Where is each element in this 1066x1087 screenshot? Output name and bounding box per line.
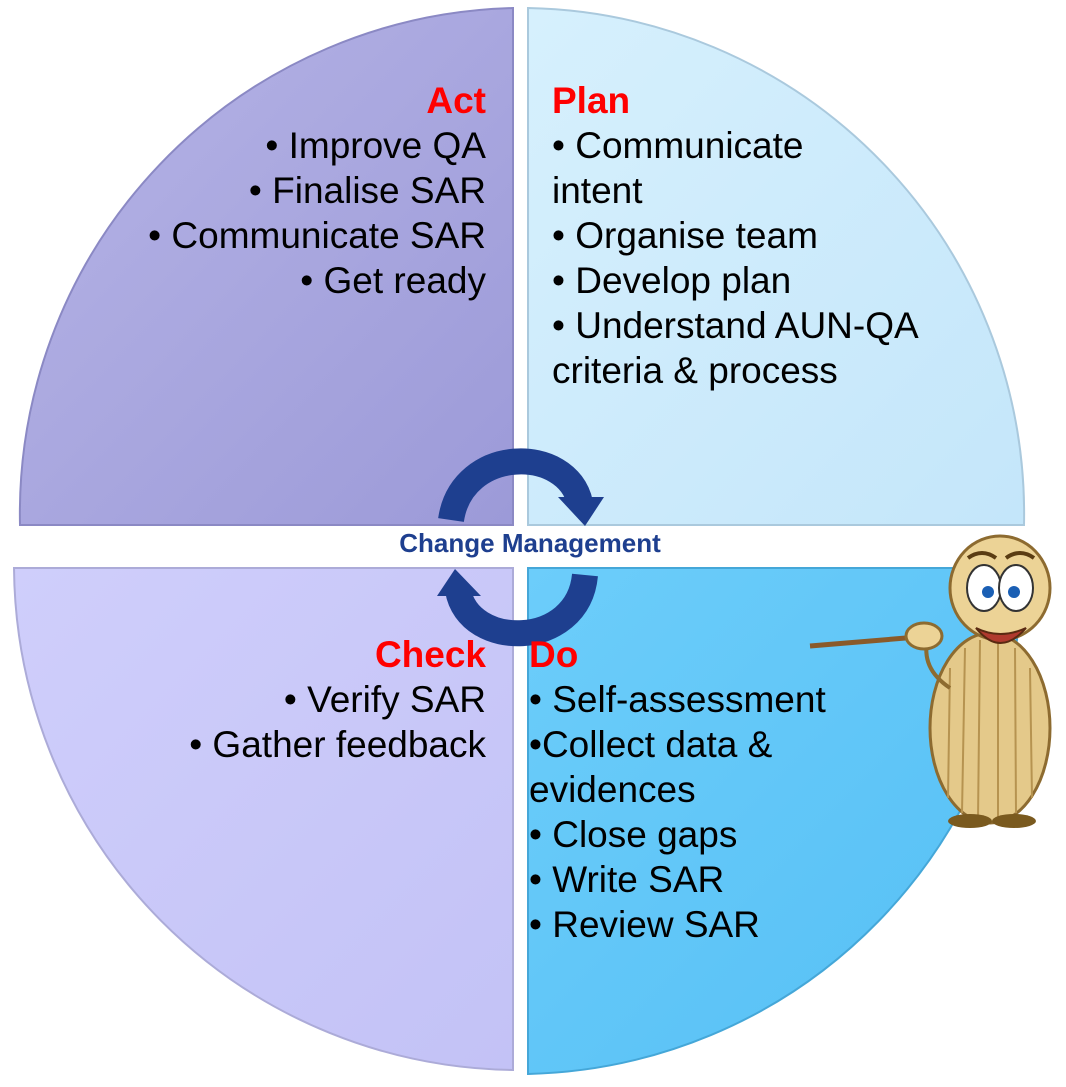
top-arrow-icon xyxy=(438,448,593,523)
act-item: • Get ready xyxy=(300,260,486,301)
plan-item: • Organise team xyxy=(552,215,818,256)
act-item: • Finalise SAR xyxy=(248,170,486,211)
do-item: • Self-assessment xyxy=(529,679,826,720)
plan-block: Plan • Communicate intent • Organise tea… xyxy=(552,78,1002,393)
act-block: Act • Improve QA • Finalise SAR • Commun… xyxy=(40,78,486,303)
check-title: Check xyxy=(374,634,486,675)
plan-item: • Develop plan xyxy=(552,260,792,301)
do-item: •Collect data & evidences xyxy=(529,724,773,810)
plan-title: Plan xyxy=(552,80,631,121)
do-block: Do • Self-assessment •Collect data & evi… xyxy=(529,632,929,947)
plan-item: • Communicate intent xyxy=(552,125,804,211)
check-block: Check • Verify SAR • Gather feedback xyxy=(40,632,486,767)
act-quadrant xyxy=(18,6,514,526)
check-item: • Gather feedback xyxy=(189,724,486,765)
act-title: Act xyxy=(426,80,486,121)
check-item: • Verify SAR xyxy=(283,679,486,720)
cycle-arrows-icon xyxy=(437,448,604,647)
plan-item: • Understand AUN-QA criteria & process xyxy=(552,305,917,391)
do-item: • Close gaps xyxy=(529,814,738,855)
act-item: • Communicate SAR xyxy=(148,215,486,256)
do-item: • Write SAR xyxy=(529,859,725,900)
check-quadrant xyxy=(12,567,514,1072)
top-arrowhead-icon xyxy=(558,497,604,526)
act-item: • Improve QA xyxy=(265,125,486,166)
change-management-label: Change Management xyxy=(399,528,661,558)
do-title: Do xyxy=(529,634,579,675)
do-item: • Review SAR xyxy=(529,904,760,945)
plan-quadrant xyxy=(527,6,1026,526)
bottom-arrow-icon xyxy=(445,572,598,647)
mascot-icon xyxy=(809,534,1052,828)
bottom-arrowhead-icon xyxy=(437,569,481,596)
